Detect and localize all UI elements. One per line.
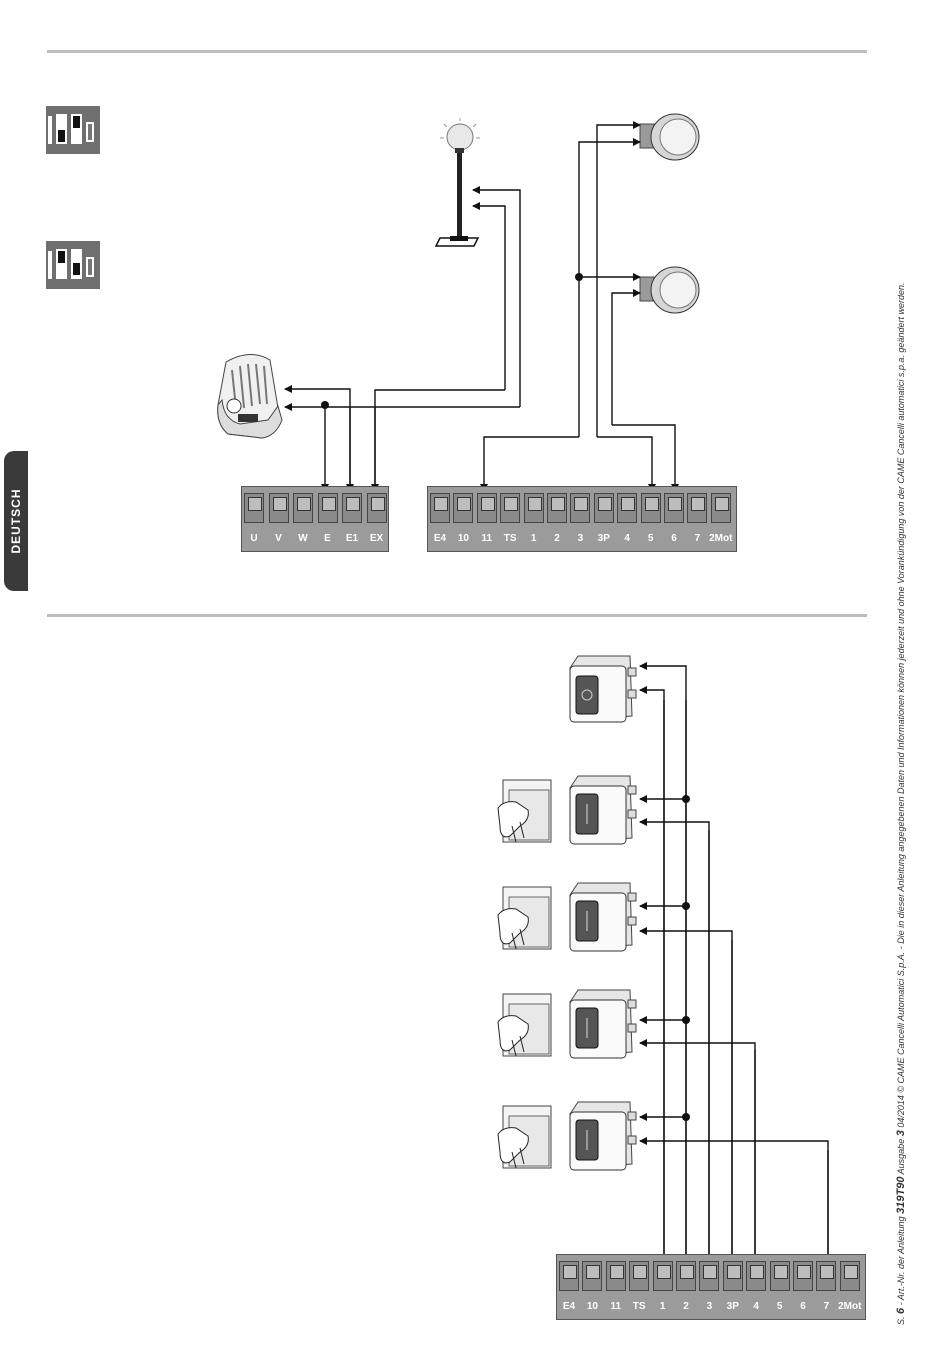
push-button-icon (639, 113, 700, 161)
terminal-screw (664, 493, 684, 523)
terminal-screw (793, 1261, 813, 1291)
terminal-block-control-bottom: E4 10 11 TS 1 2 3 3P 4 5 6 7 2Mot (556, 1254, 866, 1320)
terminal-label: 6 (800, 1301, 806, 1312)
terminal-screw (746, 1261, 767, 1291)
terminal-label: 6 (671, 533, 677, 544)
terminal-screw (699, 1261, 720, 1291)
dip-switch-icon (46, 241, 100, 289)
terminal-label: E (324, 533, 331, 544)
terminal-label: U (250, 533, 258, 544)
terminal-screw (547, 493, 567, 523)
terminal-label: 7 (823, 1301, 830, 1312)
top-rule (47, 50, 867, 53)
terminal-label: 3 (577, 533, 584, 544)
terminal-label: 1 (530, 533, 537, 544)
terminal-screw (687, 493, 708, 523)
terminal-label: 11 (610, 1301, 622, 1312)
terminal-label: E4 (433, 533, 447, 544)
terminal-screw (816, 1261, 837, 1291)
terminal-label: 4 (624, 533, 630, 544)
footer-text-b: Ausgabe (896, 1136, 906, 1177)
terminal-screw (593, 493, 614, 523)
terminal-screw (342, 493, 362, 523)
terminal-screw (476, 493, 497, 523)
footer-edition: 3 (895, 1130, 907, 1137)
terminal-label: 3P (597, 533, 610, 544)
footer-text-a: - Art.-Nr. der Anleitung (896, 1213, 906, 1308)
terminal-screw (430, 493, 450, 523)
terminal-screw (559, 1261, 579, 1291)
footer-article-number: 319T90 (895, 1176, 907, 1214)
push-button-icon (639, 266, 700, 314)
terminal-block-control-top: E4 10 11 TS 1 2 3 3P 4 5 6 7 2Mot (427, 486, 737, 552)
terminal-screw (268, 493, 289, 523)
terminal-label: 1 (659, 1301, 666, 1312)
terminal-label: 2Mot (838, 1301, 862, 1312)
key-selector-icon (497, 1105, 552, 1169)
terminal-screw (500, 493, 521, 523)
terminal-label: EX (369, 533, 384, 544)
push-button-icon (569, 1101, 637, 1171)
terminal-label: 5 (776, 1301, 783, 1312)
middle-rule (47, 614, 867, 617)
terminal-screw (839, 1261, 860, 1291)
push-button-icon (569, 882, 637, 952)
terminal-screw (366, 493, 387, 523)
terminal-label: 11 (481, 533, 493, 544)
terminal-block-motor: U V W E E1 EX (241, 486, 389, 552)
dip-switch-icon (46, 106, 100, 154)
terminal-label: TS (632, 1301, 646, 1312)
footer-text-c: 04/2014 © CAME Cancelli Automatici S.p.A… (896, 282, 906, 1131)
terminal-screw (652, 1261, 673, 1291)
terminal-label: TS (503, 533, 517, 544)
terminal-label: 3 (706, 1301, 713, 1312)
language-tab[interactable]: DEUTSCH (4, 451, 28, 591)
terminal-screw (640, 493, 661, 523)
footer-legal-text: S. 6 - Art.-Nr. der Anleitung 319T90 Aus… (895, 283, 907, 1325)
terminal-label: E1 (345, 533, 359, 544)
lamp-post-icon (434, 118, 480, 247)
terminal-label: 7 (694, 533, 701, 544)
terminal-screw (769, 1261, 790, 1291)
terminal-label: 2 (554, 533, 560, 544)
terminal-screw (570, 493, 591, 523)
terminal-screw (244, 493, 264, 523)
push-button-icon (569, 655, 637, 723)
flashing-light-icon (217, 354, 283, 439)
key-selector-icon (497, 886, 552, 950)
terminal-label: 4 (753, 1301, 759, 1312)
terminal-screw (676, 1261, 696, 1291)
terminal-screw (617, 493, 638, 523)
terminal-label: W (298, 533, 308, 544)
terminal-screw (722, 1261, 743, 1291)
terminal-label: 2 (683, 1301, 689, 1312)
terminal-screw (523, 493, 544, 523)
terminal-screw (605, 1261, 626, 1291)
terminal-screw (293, 493, 313, 523)
terminal-label: E4 (562, 1301, 576, 1312)
key-selector-icon (497, 779, 552, 843)
push-button-icon (569, 989, 637, 1059)
terminal-screw (710, 493, 731, 523)
terminal-label: 5 (647, 533, 654, 544)
key-selector-icon (497, 993, 552, 1057)
terminal-label: 2Mot (709, 533, 733, 544)
terminal-label: 10 (457, 533, 469, 544)
terminal-label: V (275, 533, 282, 544)
terminal-screw (629, 1261, 650, 1291)
footer-page-prefix: S. (896, 1316, 906, 1325)
terminal-screw (317, 493, 338, 523)
terminal-label: 10 (586, 1301, 598, 1312)
push-button-icon (569, 775, 637, 845)
terminal-screw (582, 1261, 603, 1291)
footer-page-number: 6 (895, 1307, 907, 1314)
terminal-screw (453, 493, 474, 523)
terminal-label: 3P (726, 1301, 739, 1312)
